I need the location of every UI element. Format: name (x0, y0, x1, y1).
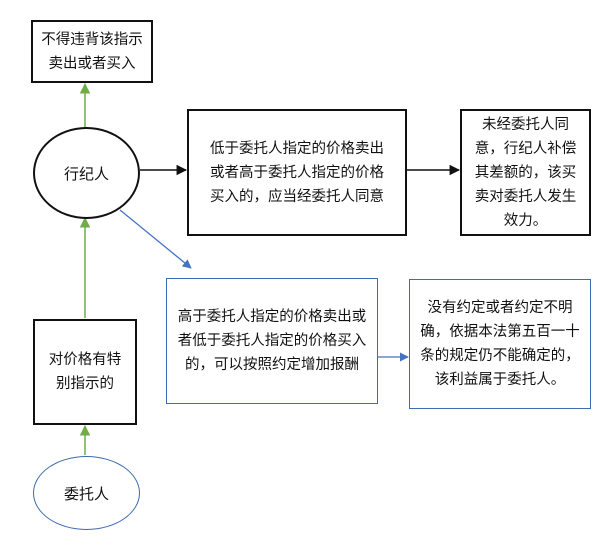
node-no-agreement-text: 没有约定或者约定不明确，依据本法第五百一十条的规定仍不能确定的，该利益属于委托人… (420, 300, 580, 388)
node-broker-text: 行纪人 (63, 164, 109, 183)
node-special-instruction-text: 对价格有特别指示的 (48, 352, 122, 392)
arrow-broker-to-higher-price (119, 209, 192, 269)
node-no-agreement: 没有约定或者约定不明确，依据本法第五百一十条的规定仍不能确定的，该利益属于委托人… (409, 279, 591, 409)
node-lower-price: 低于委托人指定的价格卖出或者高于委托人指定的价格买入的，应当经委托人同意 (187, 109, 407, 236)
node-principal-text: 委托人 (63, 484, 109, 503)
node-lower-price-text: 低于委托人指定的价格卖出或者高于委托人指定的价格买入的，应当经委托人同意 (210, 140, 384, 205)
node-compensate: 未经委托人同意，行纪人补偿其差额的，该买卖对委托人发生效力。 (460, 109, 591, 236)
node-compensate-text: 未经委托人同意，行纪人补偿其差额的，该买卖对委托人发生效力。 (474, 116, 577, 229)
node-broker: 行纪人 (33, 127, 140, 219)
node-special-instruction: 对价格有特别指示的 (33, 319, 137, 425)
node-higher-price: 高于委托人指定的价格卖出或者低于委托人指定的价格买入的，可以按照约定增加报酬 (166, 278, 378, 404)
node-forbidden: 不得违背该指示卖出或者买入 (31, 20, 153, 83)
node-principal: 委托人 (33, 456, 140, 530)
node-higher-price-text: 高于委托人指定的价格卖出或者低于委托人指定的价格买入的，可以按照约定增加报酬 (177, 309, 367, 373)
node-forbidden-text: 不得违背该指示卖出或者买入 (41, 31, 143, 72)
